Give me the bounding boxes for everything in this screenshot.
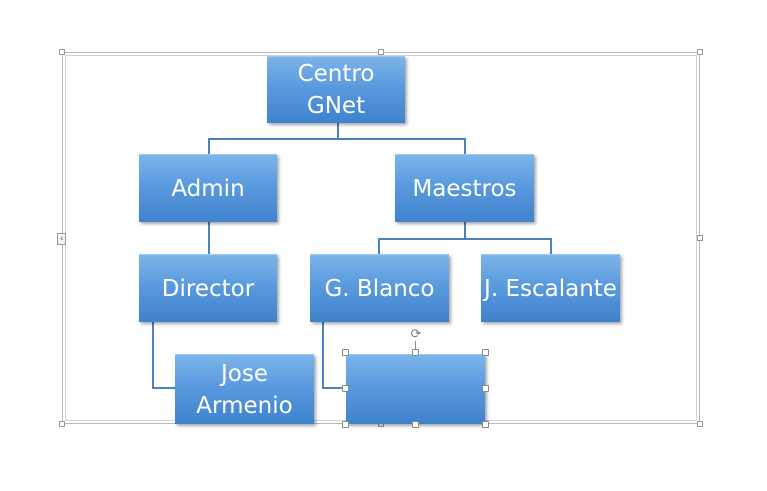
frame-handle-top-middle[interactable] [378, 49, 384, 55]
connector [152, 387, 176, 389]
connector [464, 222, 466, 239]
rotate-handle-icon[interactable]: ⟳ [410, 327, 422, 342]
node-label: Jose Armenio [196, 360, 293, 419]
org-node-j-escalante[interactable]: J. Escalante [481, 254, 620, 322]
org-node-director[interactable]: Director [139, 254, 277, 322]
selection-handle-top-left[interactable] [342, 349, 349, 356]
org-node-centro-gnet[interactable]: Centro GNet [267, 56, 405, 123]
node-label: Maestros [412, 175, 517, 202]
node-label: Director [161, 275, 255, 302]
frame-handle-top-left[interactable] [59, 49, 65, 55]
org-node-selected-empty[interactable] [346, 354, 485, 424]
node-label: Admin [171, 175, 245, 202]
frame-handle-bottom-left[interactable] [59, 421, 65, 427]
connector [550, 238, 552, 254]
rotate-stem [415, 341, 416, 352]
connector [208, 138, 466, 140]
connector [152, 322, 154, 389]
org-node-jose-armenio[interactable]: Jose Armenio [175, 354, 314, 424]
frame-handle-top-right[interactable] [697, 49, 703, 55]
connector [208, 222, 210, 255]
selection-handle-top-middle[interactable] [412, 349, 419, 356]
connector [378, 238, 380, 254]
selection-handle-bottom-left[interactable] [342, 421, 349, 428]
node-label: J. Escalante [484, 275, 617, 302]
selection-handle-top-right[interactable] [482, 349, 489, 356]
org-node-maestros[interactable]: Maestros [395, 154, 534, 222]
frame-handle-middle-right[interactable] [697, 235, 703, 241]
selection-handle-bottom-right[interactable] [482, 421, 489, 428]
connector [378, 238, 552, 240]
org-node-g-blanco[interactable]: G. Blanco [310, 254, 449, 322]
selection-handle-middle-left[interactable] [342, 385, 349, 392]
connector [208, 138, 210, 154]
connector [337, 122, 339, 139]
connector [322, 387, 346, 389]
node-label: G. Blanco [324, 275, 435, 302]
selection-handle-middle-right[interactable] [482, 385, 489, 392]
connector [464, 138, 466, 154]
org-node-admin[interactable]: Admin [139, 154, 277, 222]
frame-handle-bottom-right[interactable] [697, 421, 703, 427]
node-label: Centro GNet [297, 61, 375, 119]
chevron-left-icon[interactable]: ‹ [57, 233, 66, 245]
connector [322, 322, 324, 389]
selection-handle-bottom-middle[interactable] [412, 421, 419, 428]
